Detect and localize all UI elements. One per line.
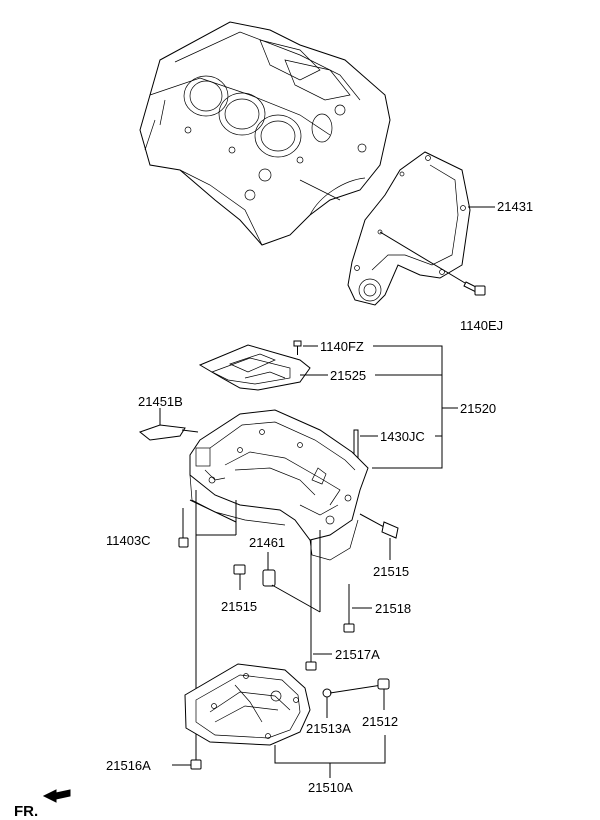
label-21451b: 21451B — [138, 394, 183, 409]
label-21518: 21518 — [375, 601, 411, 616]
label-1140fz: 1140FZ — [320, 339, 364, 354]
label-21512: 21512 — [362, 714, 398, 729]
label-1140ej: 1140EJ — [460, 318, 503, 333]
label-11403c: 11403C — [106, 533, 151, 548]
oil-screen-21451b — [138, 424, 199, 441]
label-21431: 21431 — [497, 199, 533, 214]
bolt-21515-right — [359, 513, 399, 560]
label-21510a: 21510A — [308, 780, 353, 795]
bolt-11403c — [178, 508, 189, 548]
label-21515-right: 21515 — [373, 564, 409, 579]
front-arrow-icon — [42, 789, 71, 803]
bolt-21515-left — [233, 564, 246, 590]
front-direction-indicator: FR. — [14, 789, 71, 820]
label-21520: 21520 — [460, 401, 496, 416]
plug-21461 — [262, 552, 276, 587]
washer-21513a — [322, 688, 332, 718]
label-21515-left: 21515 — [221, 599, 257, 614]
leader-11403c-a — [189, 499, 237, 523]
label-21517a: 21517A — [335, 647, 380, 662]
bolt-21518 — [343, 584, 355, 633]
bracket-21520 — [372, 345, 458, 469]
baffle-plate — [198, 344, 311, 391]
engine-block — [139, 21, 391, 246]
label-1430jc: 1430JC — [380, 429, 425, 444]
bolt-1140fz — [293, 340, 302, 355]
bolt-21516a — [190, 744, 202, 770]
leader-washer — [329, 684, 383, 694]
upper-oil-pan — [189, 409, 369, 561]
bolt-21517a — [305, 540, 317, 671]
leader-21515-group — [271, 584, 321, 613]
lower-oil-pan — [184, 663, 311, 746]
bracket-21510a — [274, 735, 386, 778]
bolt-1140ej — [379, 231, 486, 296]
label-21461: 21461 — [249, 535, 285, 550]
label-21525: 21525 — [330, 368, 366, 383]
fr-label: FR. — [14, 803, 38, 820]
label-21513a: 21513A — [306, 721, 351, 736]
label-21516a: 21516A — [106, 758, 151, 773]
rear-cover-plate — [347, 151, 471, 306]
drain-plug-21512 — [377, 678, 390, 710]
